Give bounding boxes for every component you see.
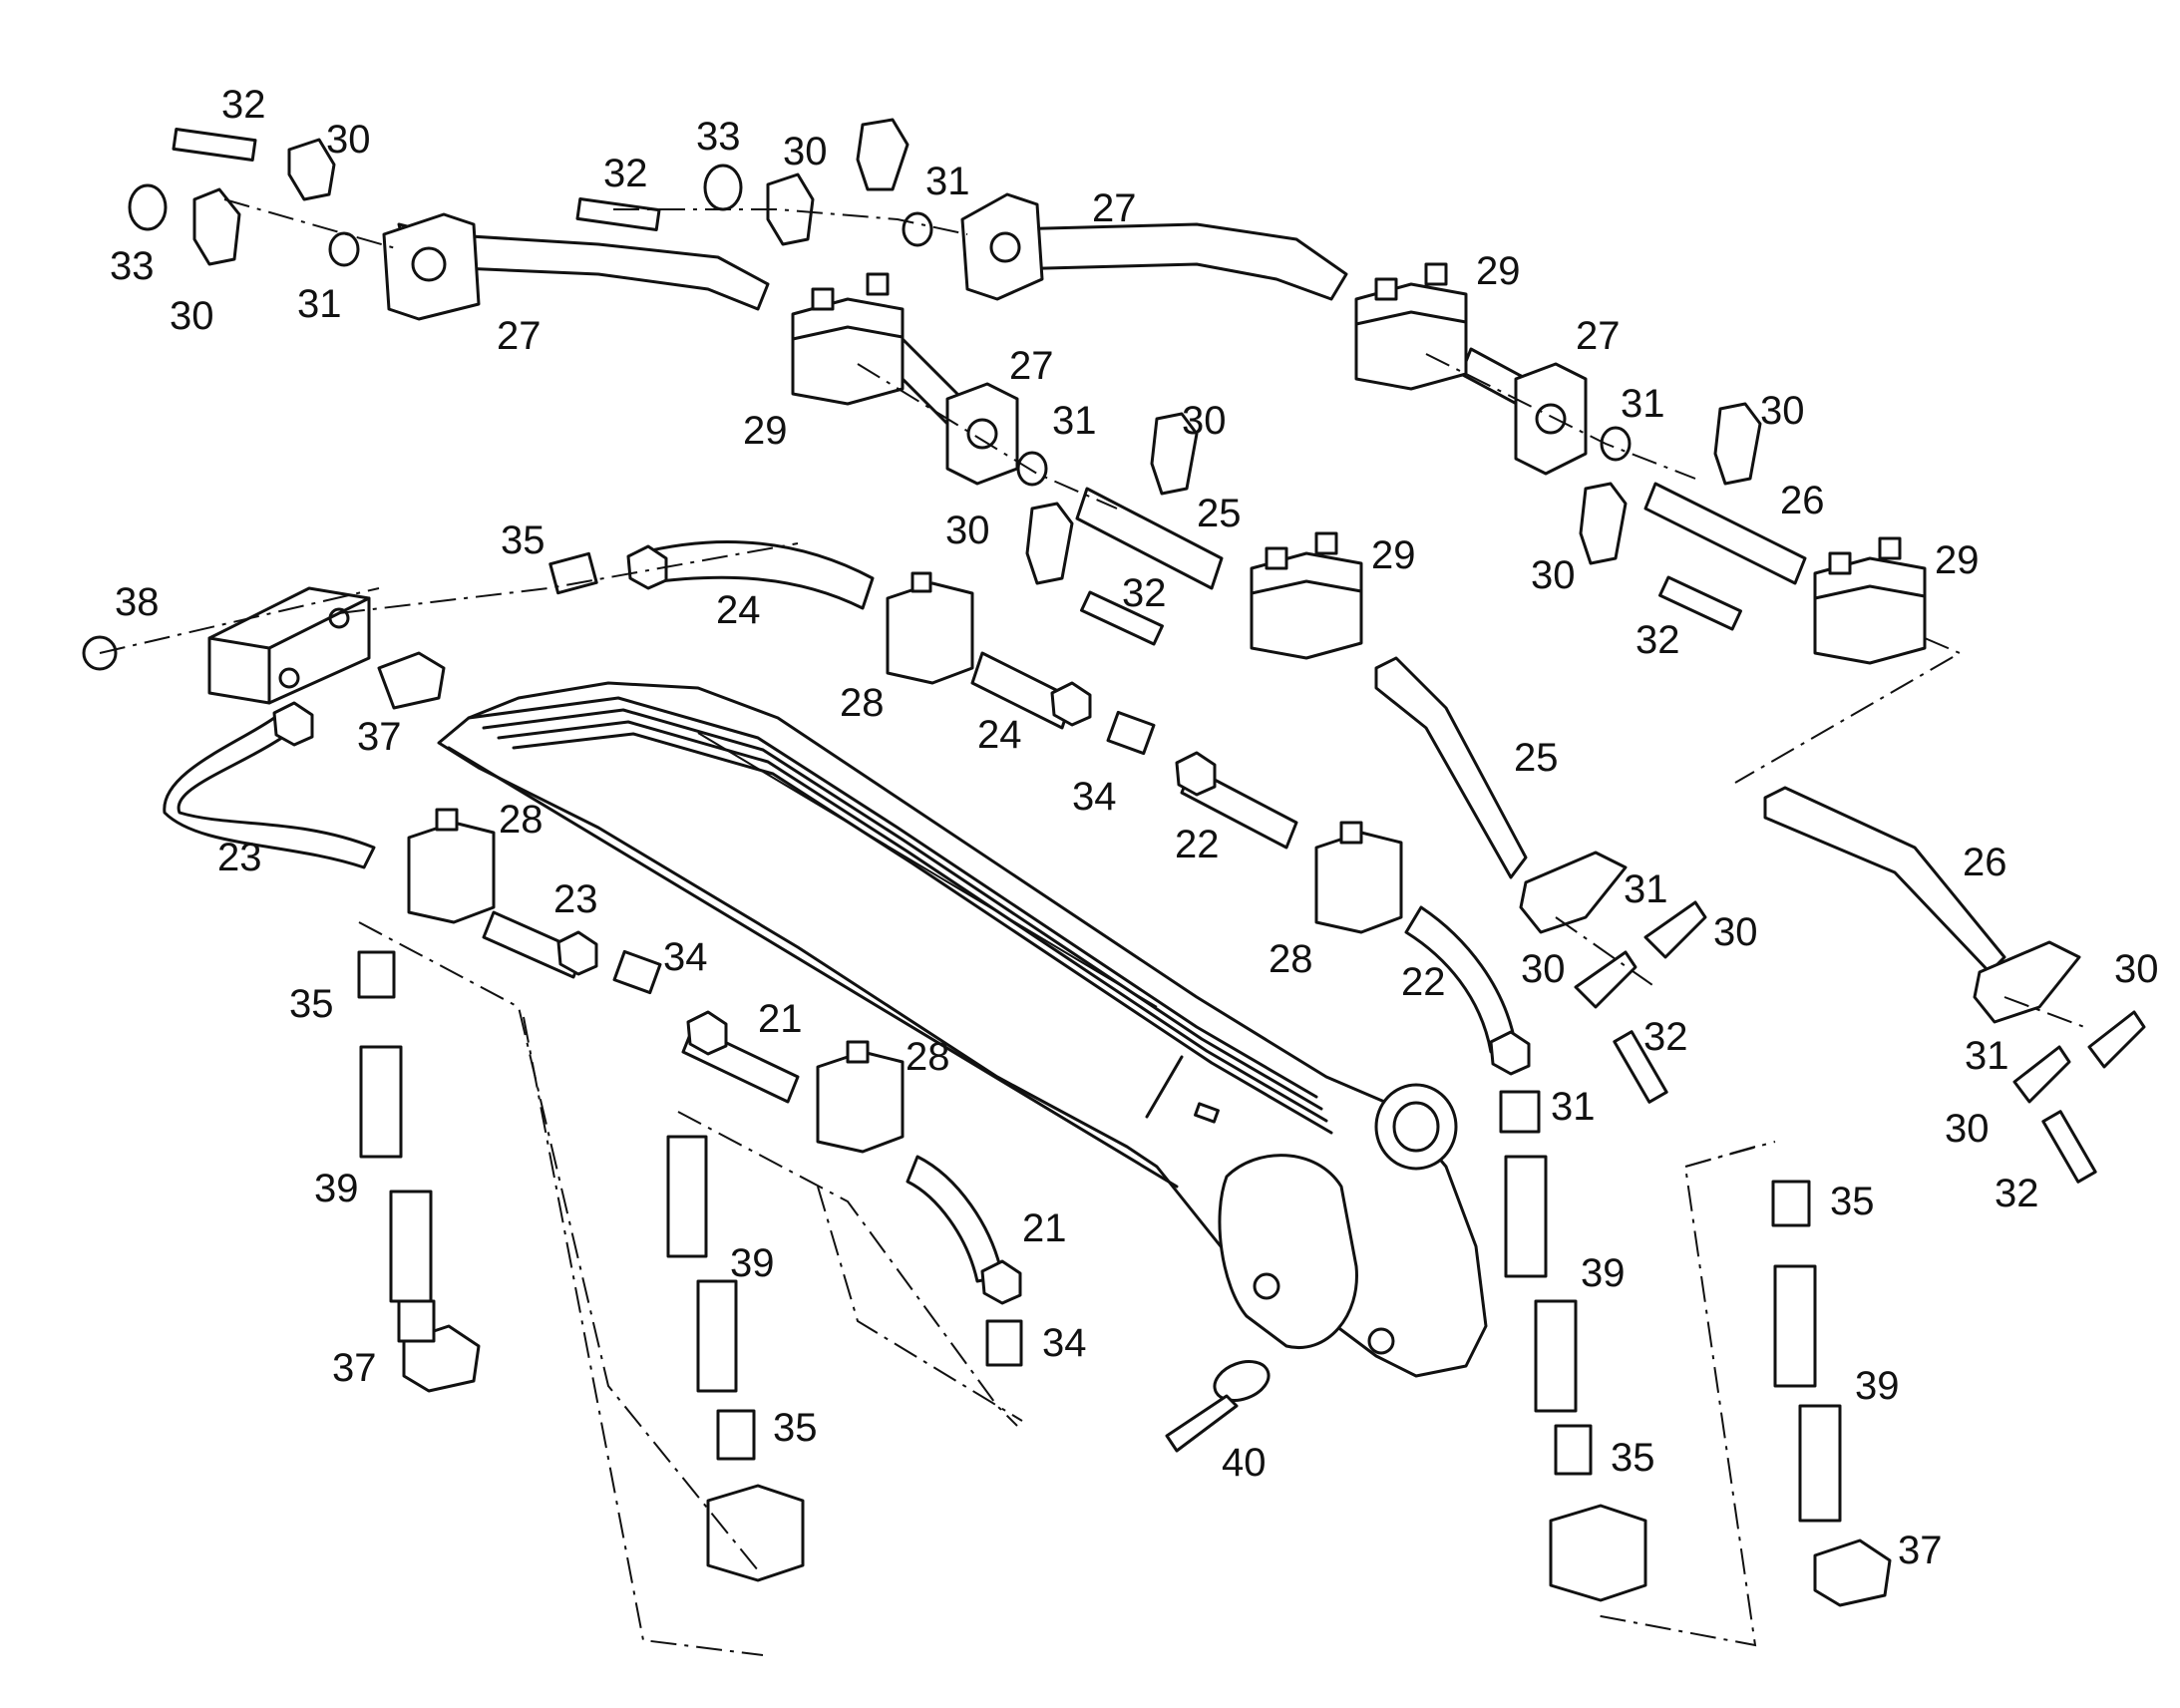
- callout-32: 32: [1635, 618, 1680, 662]
- clamp-block-28: [1314, 821, 1403, 934]
- callout-27: 27: [1576, 314, 1621, 358]
- callout-32: 32: [1995, 1172, 2039, 1215]
- callout-37: 37: [1898, 1529, 1943, 1572]
- callout-31: 31: [1621, 382, 1665, 426]
- o-rings-and-bolts: [128, 128, 2097, 1184]
- callout-25: 25: [1514, 736, 1559, 780]
- callout-34: 34: [1042, 1321, 1087, 1365]
- callout-22: 22: [1401, 960, 1446, 1004]
- callout-27: 27: [497, 314, 542, 358]
- callout-28: 28: [1269, 937, 1313, 981]
- callout-30: 30: [2114, 947, 2159, 991]
- callout-32: 32: [1122, 571, 1167, 615]
- callout-32: 32: [1643, 1015, 1688, 1059]
- pipe-25: [1075, 487, 1628, 934]
- callout-29: 29: [1371, 533, 1416, 577]
- callout-30: 30: [1521, 947, 1566, 991]
- callout-23: 23: [217, 836, 262, 879]
- callout-28: 28: [840, 681, 885, 725]
- callout-24: 24: [977, 713, 1022, 757]
- callout-24: 24: [716, 588, 761, 632]
- leader-lines: [99, 198, 2085, 1656]
- pipe-26: [1643, 482, 2081, 1024]
- hose-39-right-mid: [1499, 1090, 1647, 1602]
- callout-22: 22: [1175, 823, 1220, 866]
- callout-26: 26: [1780, 479, 1825, 522]
- callout-28: 28: [906, 1035, 950, 1079]
- callout-29: 29: [1935, 538, 1980, 582]
- callout-31: 31: [1551, 1085, 1596, 1129]
- pipe-23: [163, 716, 585, 979]
- clamp-block-29: [1354, 262, 1468, 391]
- clamp-block-28: [816, 1040, 905, 1154]
- callout-37: 37: [332, 1346, 377, 1390]
- callout-30: 30: [1531, 553, 1576, 597]
- callout-21: 21: [1022, 1206, 1067, 1250]
- hose-39-left: [357, 950, 436, 1343]
- pipe-27-upper-right: [960, 192, 1348, 301]
- clamp-halves: [192, 118, 2146, 1104]
- clamp-block-29: [1813, 536, 1927, 665]
- clamp-block-28: [407, 808, 496, 924]
- callout-29: 29: [1476, 249, 1521, 293]
- callout-27: 27: [1092, 186, 1137, 230]
- callout-31: 31: [1965, 1034, 2009, 1078]
- callout-40: 40: [1222, 1441, 1267, 1485]
- boom-assembly: [437, 681, 1488, 1378]
- callout-31: 31: [1052, 399, 1097, 443]
- clamp-block-29: [1250, 531, 1363, 660]
- clamp-block-28: [886, 571, 974, 685]
- hose-39-center: [666, 1135, 805, 1582]
- callout-27: 27: [1009, 344, 1054, 388]
- callout-39: 39: [1581, 1251, 1626, 1295]
- callout-32: 32: [603, 152, 648, 195]
- callout-30: 30: [1945, 1107, 1990, 1151]
- callout-38: 38: [115, 580, 160, 624]
- callout-34: 34: [663, 935, 708, 979]
- hose-39-right: [1771, 1180, 1842, 1523]
- cable-tie-40: [1165, 1360, 1271, 1453]
- callout-30: 30: [945, 509, 990, 552]
- callout-35: 35: [1611, 1436, 1655, 1480]
- pipe-24-upper: [636, 540, 875, 610]
- fitting-nuts: [272, 544, 1531, 1305]
- callout-35: 35: [1830, 1180, 1875, 1223]
- callout-34: 34: [1072, 775, 1117, 819]
- callout-25: 25: [1197, 492, 1242, 535]
- callout-35: 35: [289, 982, 334, 1026]
- callout-33: 33: [110, 244, 155, 288]
- pipe-24-lower: [970, 651, 1074, 730]
- pipe-27-mid-right: [1459, 347, 1588, 476]
- callout-39: 39: [730, 1241, 775, 1285]
- callout-21: 21: [758, 997, 803, 1041]
- callout-30: 30: [1713, 910, 1758, 954]
- callout-32: 32: [221, 83, 266, 127]
- pipe-27-mid-left: [886, 332, 1019, 486]
- pipe-27-upper-left: [382, 212, 770, 321]
- callout-23: 23: [553, 877, 598, 921]
- clamp-block-29: [791, 272, 905, 406]
- callout-30: 30: [1760, 389, 1805, 433]
- callout-39: 39: [314, 1167, 359, 1210]
- callout-30: 30: [1182, 399, 1227, 443]
- callout-28: 28: [499, 798, 544, 842]
- callout-labels: 32 30 33 30 31 27 33 30 32 31 30 27 29 2…: [110, 83, 2159, 1572]
- callout-35: 35: [773, 1406, 818, 1450]
- callout-30: 30: [326, 118, 371, 162]
- callout-31: 31: [297, 282, 342, 326]
- callout-37: 37: [357, 715, 402, 759]
- callout-31: 31: [1624, 867, 1668, 911]
- callout-29: 29: [743, 409, 788, 453]
- callout-30: 30: [170, 294, 214, 338]
- unions: [548, 551, 1156, 1367]
- callout-31: 31: [925, 160, 970, 203]
- callout-33: 33: [696, 115, 741, 159]
- callout-35: 35: [501, 518, 545, 562]
- callout-30: 30: [783, 130, 828, 173]
- callout-26: 26: [1963, 841, 2007, 884]
- callout-39: 39: [1855, 1364, 1900, 1408]
